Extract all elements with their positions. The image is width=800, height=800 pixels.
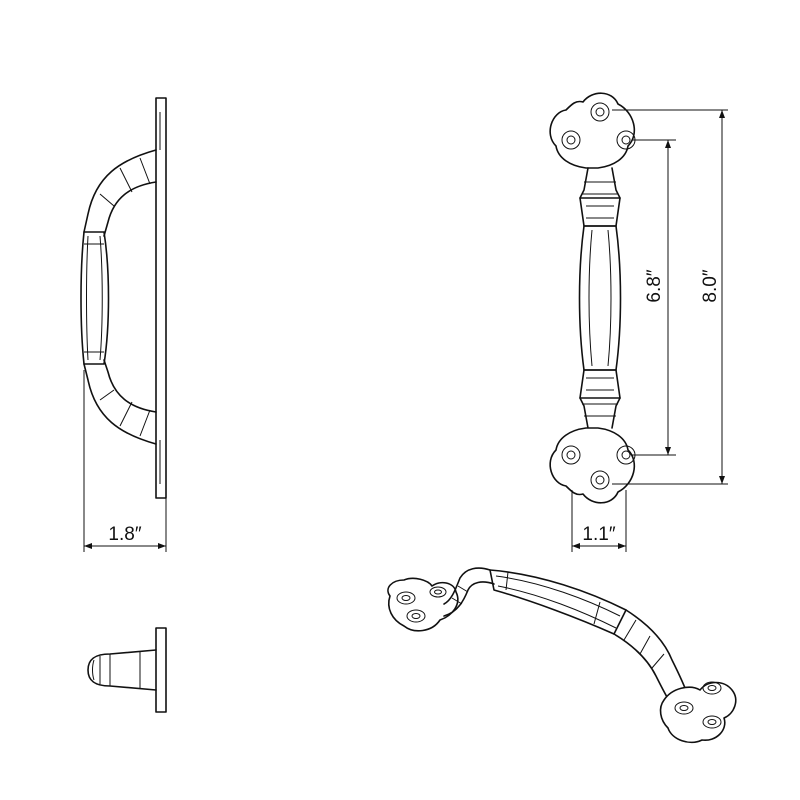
overall-length-label: 8.0″ bbox=[700, 269, 721, 302]
side-view bbox=[80, 97, 167, 499]
base-width-dimension: 1.1″ bbox=[571, 490, 627, 552]
depth-dimension: 1.8″ bbox=[83, 370, 167, 552]
hole-spacing-label: 6.8″ bbox=[644, 269, 665, 302]
front-view bbox=[549, 92, 636, 504]
overall-length-dimension: 8.0″ bbox=[612, 109, 728, 485]
hole-spacing-dimension: 6.8″ bbox=[632, 139, 676, 456]
end-view bbox=[87, 627, 167, 713]
depth-dimension-label: 1.8″ bbox=[108, 524, 141, 545]
isometric-view bbox=[387, 567, 737, 744]
base-width-label: 1.1″ bbox=[582, 524, 615, 545]
